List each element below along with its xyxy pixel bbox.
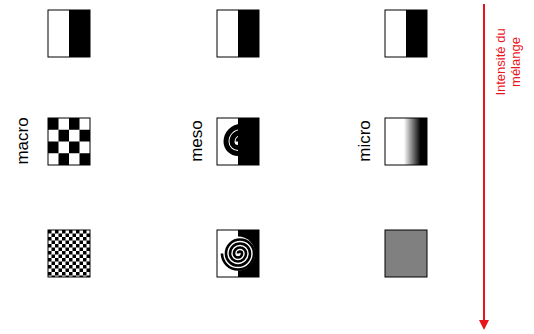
tight-swirl	[217, 230, 259, 277]
fine-checker	[48, 230, 90, 277]
intensity-arrow	[479, 4, 489, 330]
swirl	[217, 118, 259, 165]
uniform-gray	[385, 230, 427, 277]
unmixed-square	[48, 10, 427, 57]
column-label: macro	[14, 117, 31, 164]
diffuse-gradient	[385, 118, 427, 165]
axis-label: Intensité du mélange	[494, 23, 524, 101]
coarse-checker	[48, 118, 90, 165]
column-label: micro	[356, 120, 373, 162]
column-label: meso	[188, 120, 205, 162]
